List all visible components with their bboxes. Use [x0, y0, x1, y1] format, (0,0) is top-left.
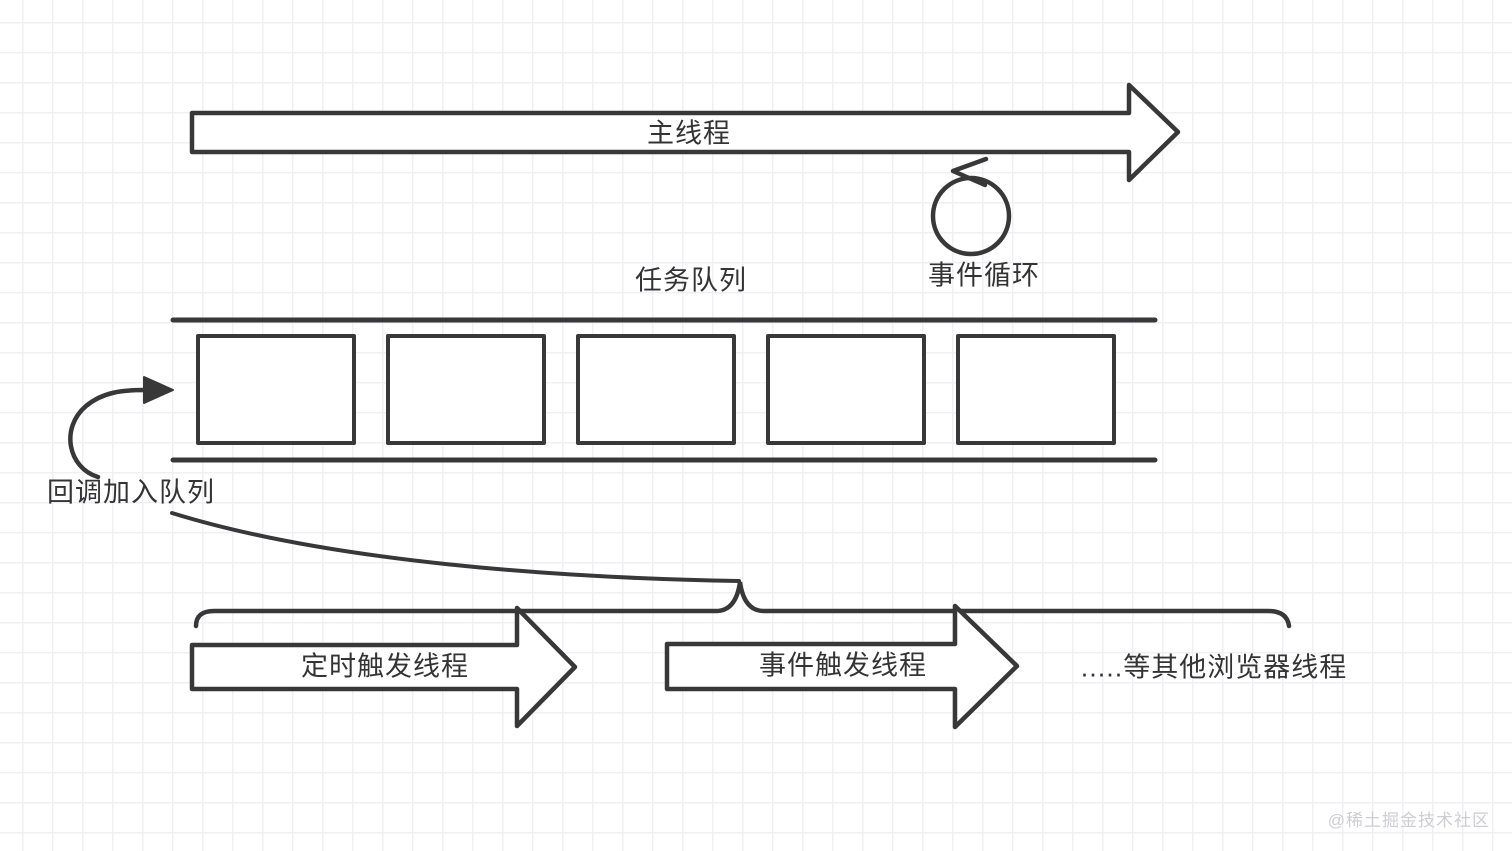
- task-queue-slot: [956, 334, 1116, 445]
- callback-curved-arrow: [68, 387, 149, 480]
- callback-arrowhead-icon: [143, 376, 174, 404]
- task-queue-slot: [766, 334, 926, 445]
- event-thread-arrow: [664, 603, 1020, 730]
- main-thread-arrow: [189, 82, 1181, 183]
- task-queue-slot: [386, 334, 546, 445]
- event-trigger-thread-label: 事件触发线程: [759, 650, 927, 681]
- threads-brace: [193, 581, 1292, 629]
- other-threads-label: .....等其他浏览器线程: [1080, 652, 1348, 683]
- task-queue-slots: [196, 334, 1116, 446]
- event-loop-circle-icon: [930, 175, 1012, 257]
- timer-thread-label: 定时触发线程: [301, 651, 469, 682]
- watermark: @稀土掘金技术社区: [1327, 811, 1490, 830]
- timer-thread-arrow: [189, 605, 578, 729]
- main-thread-label: 主线程: [647, 118, 731, 149]
- task-queue-label: 任务队列: [635, 265, 747, 296]
- event-loop-arrowhead-icon: [950, 156, 989, 188]
- callback-to-queue-label: 回调加入队列: [47, 477, 215, 508]
- task-queue-slot: [196, 334, 356, 445]
- event-loop-label: 事件循环: [928, 260, 1040, 291]
- callback-to-brace-curve: [170, 511, 741, 583]
- task-queue-slot: [576, 334, 736, 445]
